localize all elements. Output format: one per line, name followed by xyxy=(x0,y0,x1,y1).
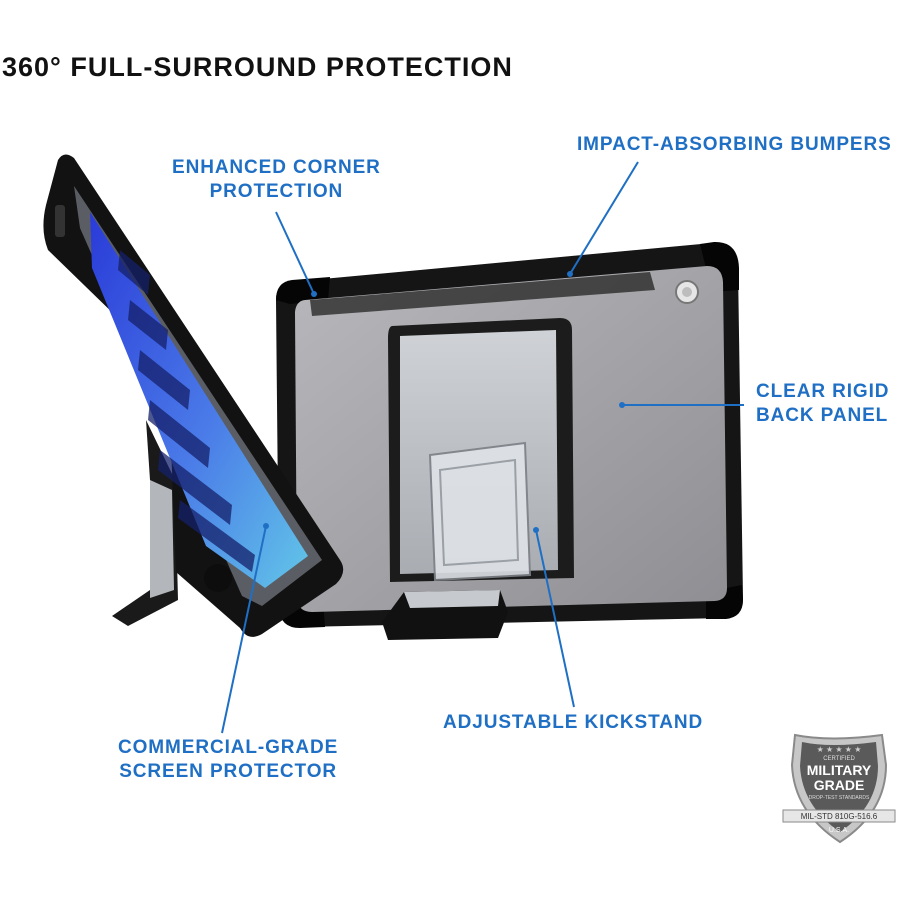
callout-enhanced-corner-line2: PROTECTION xyxy=(209,181,344,202)
badge-line5: MIL-STD 810G-516.6 xyxy=(801,812,878,821)
callout-kickstand: ADJUSTABLE KICKSTAND xyxy=(443,711,703,735)
callout-enhanced-corner-line1: ENHANCED CORNER xyxy=(172,157,381,178)
badge-line1: CERTIFIED xyxy=(823,756,855,762)
callout-screen-protector-line2: SCREEN PROTECTOR xyxy=(119,761,337,782)
callout-screen-protector-line1: COMMERCIAL-GRADE xyxy=(118,737,339,758)
callout-enhanced-corner: ENHANCED CORNER PROTECTION xyxy=(172,156,381,204)
badge-line6: U.S.A. xyxy=(829,827,849,834)
callout-clear-back: CLEAR RIGID BACK PANEL xyxy=(756,380,889,428)
callout-clear-back-line1: CLEAR RIGID xyxy=(756,381,890,402)
tablet-back-image xyxy=(276,241,743,640)
callout-leaders xyxy=(221,161,744,734)
badge-line3: GRADE xyxy=(814,777,865,793)
callout-clear-back-line2: BACK PANEL xyxy=(756,405,889,426)
tablet-front-image xyxy=(43,154,344,637)
callout-screen-protector: COMMERCIAL-GRADE SCREEN PROTECTOR xyxy=(118,736,338,784)
military-grade-badge: ★ ★ ★ ★ ★ CERTIFIED MILITARY GRADE DROP-… xyxy=(782,733,896,844)
callout-impact-bumpers: IMPACT-ABSORBING BUMPERS xyxy=(577,133,892,157)
callout-kickstand-line1: ADJUSTABLE KICKSTAND xyxy=(443,712,704,733)
svg-text:★ ★ ★ ★ ★: ★ ★ ★ ★ ★ xyxy=(817,745,862,754)
badge-line4: DROP-TEST STANDARDS xyxy=(809,795,870,801)
page-title: 360° FULL-SURROUND PROTECTION xyxy=(2,52,513,82)
callout-impact-bumpers-line1: IMPACT-ABSORBING BUMPERS xyxy=(577,134,892,155)
badge-line2: MILITARY xyxy=(807,762,872,778)
